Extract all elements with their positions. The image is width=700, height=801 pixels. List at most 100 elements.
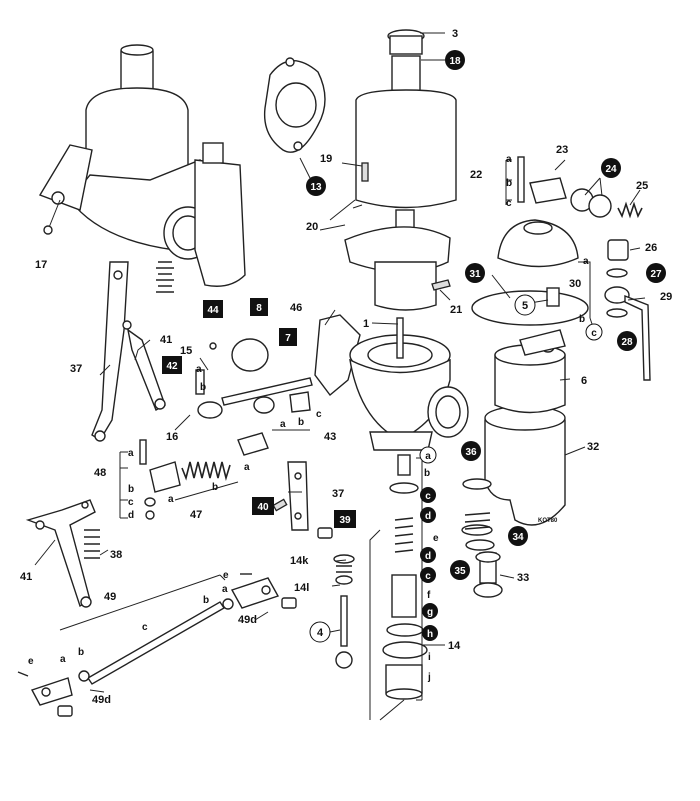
pivot-nut <box>51 191 65 205</box>
callouts: 3 18 13 19 20 21 22 23 24 25 26 27 29 28… <box>20 28 672 706</box>
sub-c-30-badge <box>585 323 603 341</box>
callout-3: 3 <box>452 28 458 40</box>
callout-31: 31 <box>469 269 481 280</box>
callout-32: 32 <box>587 441 599 453</box>
linkage-49 <box>17 573 297 717</box>
callout-31-badge <box>465 263 485 283</box>
sub-a-14: a <box>425 451 431 462</box>
callout-23: 23 <box>556 144 568 156</box>
sub-b-30: b <box>579 314 585 325</box>
callout-18: 18 <box>449 56 461 67</box>
callout-4: 4 <box>317 627 324 639</box>
callout-41a: 41 <box>160 334 172 346</box>
callout-13-badge <box>306 176 326 196</box>
callout-28: 28 <box>621 337 633 348</box>
jet-assembly-14 <box>382 454 428 700</box>
gasket-13 <box>263 57 326 153</box>
callout-37a: 37 <box>70 363 82 375</box>
sub-c-49: c <box>142 622 148 633</box>
sub-b-15: b <box>200 382 206 393</box>
callout-19: 19 <box>320 153 332 165</box>
banjo-26-29 <box>604 239 651 381</box>
callout-38: 38 <box>110 549 122 561</box>
callout-47: 47 <box>190 509 202 521</box>
callout-17: 17 <box>35 259 47 271</box>
callout-27: 27 <box>650 269 662 280</box>
sub-e-14: e <box>433 533 439 544</box>
sub-c2-14: c <box>425 571 431 582</box>
suction-chamber-group <box>344 29 457 311</box>
callout-6: 6 <box>581 375 587 387</box>
sub-a-47a: a <box>168 494 174 505</box>
callout-39: 39 <box>339 515 351 526</box>
sub-b-14: b <box>424 468 430 479</box>
callout-18-badge <box>445 50 465 70</box>
bolt-33 <box>473 551 503 598</box>
callout-25: 25 <box>636 180 648 192</box>
sub-e-49b: e <box>28 656 34 667</box>
callout-27-badge <box>646 263 666 283</box>
callout-44-badge <box>203 300 223 318</box>
callout-8: 8 <box>256 303 262 314</box>
sub-b-49b: b <box>78 647 84 658</box>
stamp-code: KOT80 <box>538 518 558 524</box>
left-carburettor <box>38 44 246 293</box>
callout-5: 5 <box>522 300 528 312</box>
sub-b-22: b <box>506 178 512 189</box>
callout-16: 16 <box>166 431 178 443</box>
callout-7-badge <box>279 328 297 346</box>
callout-35-badge <box>450 560 470 580</box>
sub-d-48: d <box>128 510 134 521</box>
callout-36-badge <box>461 441 481 461</box>
sub-b-48: b <box>128 484 134 495</box>
callout-34-badge <box>508 526 528 546</box>
lever-41-lower <box>25 499 100 608</box>
callout-14l: 14l <box>294 582 309 594</box>
callout-42: 42 <box>166 361 178 372</box>
callout-20: 20 <box>306 221 318 233</box>
float-6 <box>494 341 566 414</box>
sub-d2-14: d <box>425 551 431 562</box>
callout-33: 33 <box>517 572 529 584</box>
sub-a-48: a <box>128 448 134 459</box>
sub-d2-14-badge <box>420 547 436 563</box>
callout-29: 29 <box>660 291 672 303</box>
callout-8-badge <box>250 298 268 316</box>
sub-c-30: c <box>591 328 597 339</box>
callout-40: 40 <box>257 502 269 513</box>
callout-36: 36 <box>465 447 477 458</box>
callout-24-badge <box>601 158 621 178</box>
sub-c2-14-badge <box>420 567 436 583</box>
callout-35: 35 <box>454 566 466 577</box>
callout-49d-b: 49d <box>92 694 111 706</box>
sub-a-43: a <box>280 419 286 430</box>
lever-37-left <box>91 261 166 442</box>
float-chamber <box>194 159 246 287</box>
callout-14k: 14k <box>290 555 309 567</box>
callout-4-badge <box>309 621 331 643</box>
sub-j-14: j <box>427 672 431 683</box>
callout-41b: 41 <box>20 571 32 583</box>
sub-a-47b: a <box>244 462 250 473</box>
callout-14: 14 <box>448 640 461 652</box>
callout-28-badge <box>617 331 637 351</box>
flange-46 <box>314 314 361 397</box>
piston-rod-cap <box>120 44 154 56</box>
spindle-assembly <box>195 338 313 419</box>
screw-21 <box>431 279 451 291</box>
sub-b-49a: b <box>203 595 209 606</box>
callout-40-badge <box>252 497 274 515</box>
sub-a-49b: a <box>60 654 66 665</box>
callout-34: 34 <box>512 532 524 543</box>
sub-h-14-badge <box>422 625 438 641</box>
sub-d-14-badge <box>420 507 436 523</box>
callout-46: 46 <box>290 302 302 314</box>
float-chamber-32 <box>484 405 566 526</box>
sub-i-14: i <box>428 652 431 663</box>
sub-d-14: d <box>425 511 431 522</box>
sub-a-22: a <box>506 154 512 165</box>
sub-f-14: f <box>427 590 431 601</box>
throttle-disc-8 <box>231 338 269 372</box>
